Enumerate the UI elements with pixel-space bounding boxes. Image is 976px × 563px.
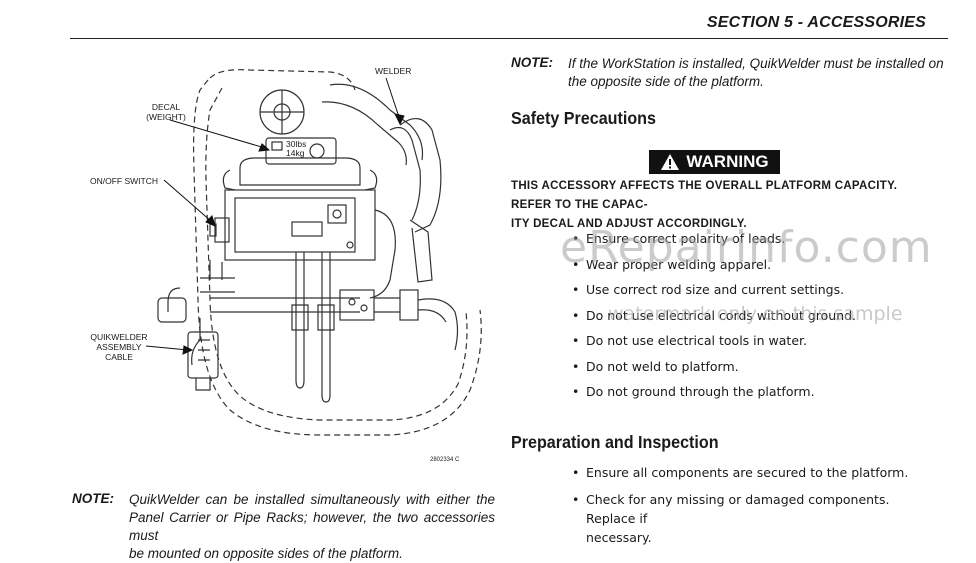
note-top-line1: If the WorkStation is installed, QuikWel… (568, 56, 944, 71)
note-top-line2: the opposite side of the platform. (568, 74, 764, 89)
watermark-sub: watermark only on this sample (608, 303, 903, 325)
label-cable-line2: ASSEMBLY (96, 342, 142, 352)
decal-weight-text: 30lbs 14kg (286, 140, 306, 158)
note-bottom-line1: QuikWelder can be installed simultaneous… (129, 492, 495, 507)
warning-triangle-icon (661, 154, 680, 170)
safety-heading: Safety Precautions (511, 108, 656, 128)
section-header: SECTION 5 - ACCESSORIES (706, 14, 926, 31)
list-item: Do not use electrical tools in water. (572, 333, 932, 359)
note-bottom-line2: Panel Carrier or Pipe Racks; however, th… (129, 510, 495, 543)
label-cable-line1: QUIKWELDER (90, 332, 148, 342)
note-top-text: If the WorkStation is installed, QuikWel… (568, 55, 948, 91)
list-item: Do not use electrical cords without grou… (572, 308, 932, 334)
note-top-label: NOTE: (511, 55, 553, 70)
list-item-line1: Check for any missing or damaged compone… (586, 492, 890, 526)
note-bottom-label: NOTE: (72, 491, 114, 506)
warning-line2: ITY DECAL AND ADJUST ACCORDINGLY. (511, 218, 747, 230)
note-bottom-text: QuikWelder can be installed simultaneous… (129, 491, 495, 563)
list-item-line2: necessary. (586, 530, 652, 545)
warning-badge: WARNING (649, 150, 780, 174)
warning-line1: THIS ACCESSORY AFFECTS THE OVERALL PLATF… (511, 180, 898, 211)
list-item: Check for any missing or damaged compone… (572, 490, 942, 547)
warning-text: THIS ACCESSORY AFFECTS THE OVERALL PLATF… (511, 177, 941, 234)
list-item: Wear proper welding apparel. (572, 257, 932, 283)
label-welder: WELDER (375, 66, 412, 76)
decal-weight-kg: 14kg (286, 148, 305, 158)
list-item: Do not ground through the platform. (572, 384, 932, 410)
label-switch: ON/OFF SWITCH (90, 176, 158, 186)
label-decal: DECAL (WEIGHT) (138, 102, 194, 122)
part-number: 2802334 C (430, 457, 460, 463)
watermark-main: eRepairinfo.com (560, 222, 933, 273)
list-item: Use correct rod size and current setting… (572, 282, 932, 308)
list-item: Do not weld to platform. (572, 359, 932, 385)
quikwelder-diagram: WELDER DECAL (WEIGHT) ON/OFF SWITCH QUIK… (60, 50, 500, 480)
header-rule (70, 38, 948, 39)
decal-weight-lbs: 30lbs (286, 139, 307, 149)
note-bottom-line3: be mounted on opposite sides of the plat… (129, 546, 403, 561)
safety-list: Ensure correct polarity of leads. Wear p… (572, 231, 932, 410)
list-item: Ensure correct polarity of leads. (572, 231, 932, 257)
label-decal-line2: (WEIGHT) (146, 112, 186, 122)
prep-heading: Preparation and Inspection (511, 432, 719, 452)
label-cable-line3: CABLE (105, 352, 133, 362)
label-cable: QUIKWELDER ASSEMBLY CABLE (84, 332, 154, 362)
diagram-drawing (145, 69, 482, 436)
warning-label: WARNING (686, 152, 769, 171)
label-decal-line1: DECAL (151, 102, 181, 112)
list-item: Ensure all components are secured to the… (572, 465, 942, 490)
prep-list: Ensure all components are secured to the… (572, 465, 942, 547)
